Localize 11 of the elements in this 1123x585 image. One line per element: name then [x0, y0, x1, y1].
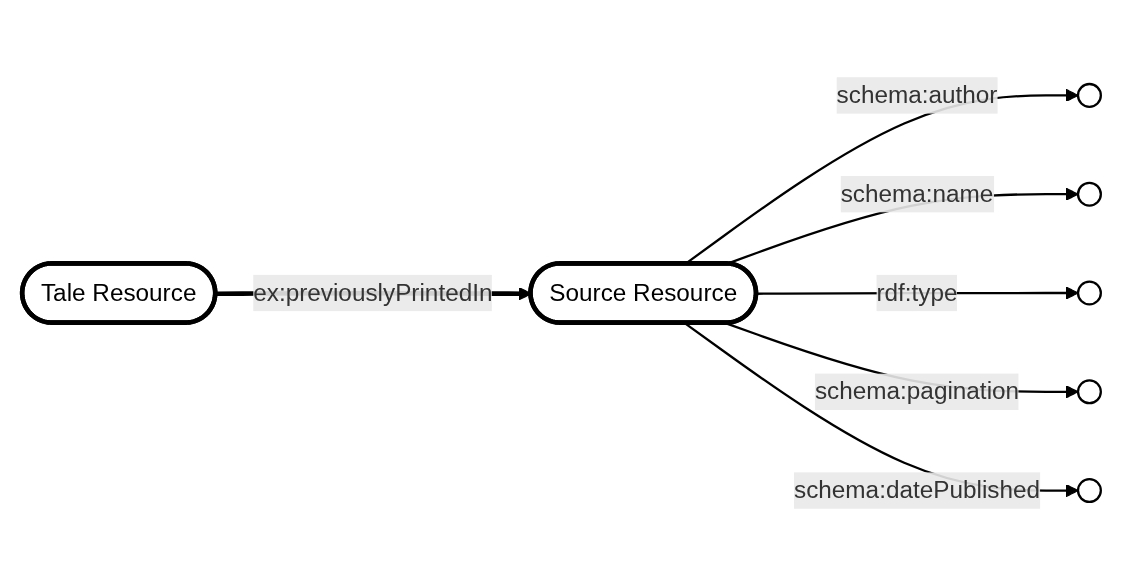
node-ellipse: [1076, 82, 1102, 108]
edge-label: schema:name: [840, 180, 994, 206]
edge-label: schema:author: [836, 81, 998, 108]
node-ellipse: [1076, 181, 1102, 207]
node-ellipse: [1076, 378, 1102, 404]
edge-label: schema:pagination: [814, 377, 1020, 404]
node-ellipse: [1076, 279, 1102, 306]
node-ellipse: [1076, 477, 1102, 503]
edge-label: rdf:type: [876, 278, 958, 305]
edge-label: schema:datePublished: [793, 476, 1041, 503]
edge-label: ex:previouslyPrintedIn: [253, 278, 493, 305]
